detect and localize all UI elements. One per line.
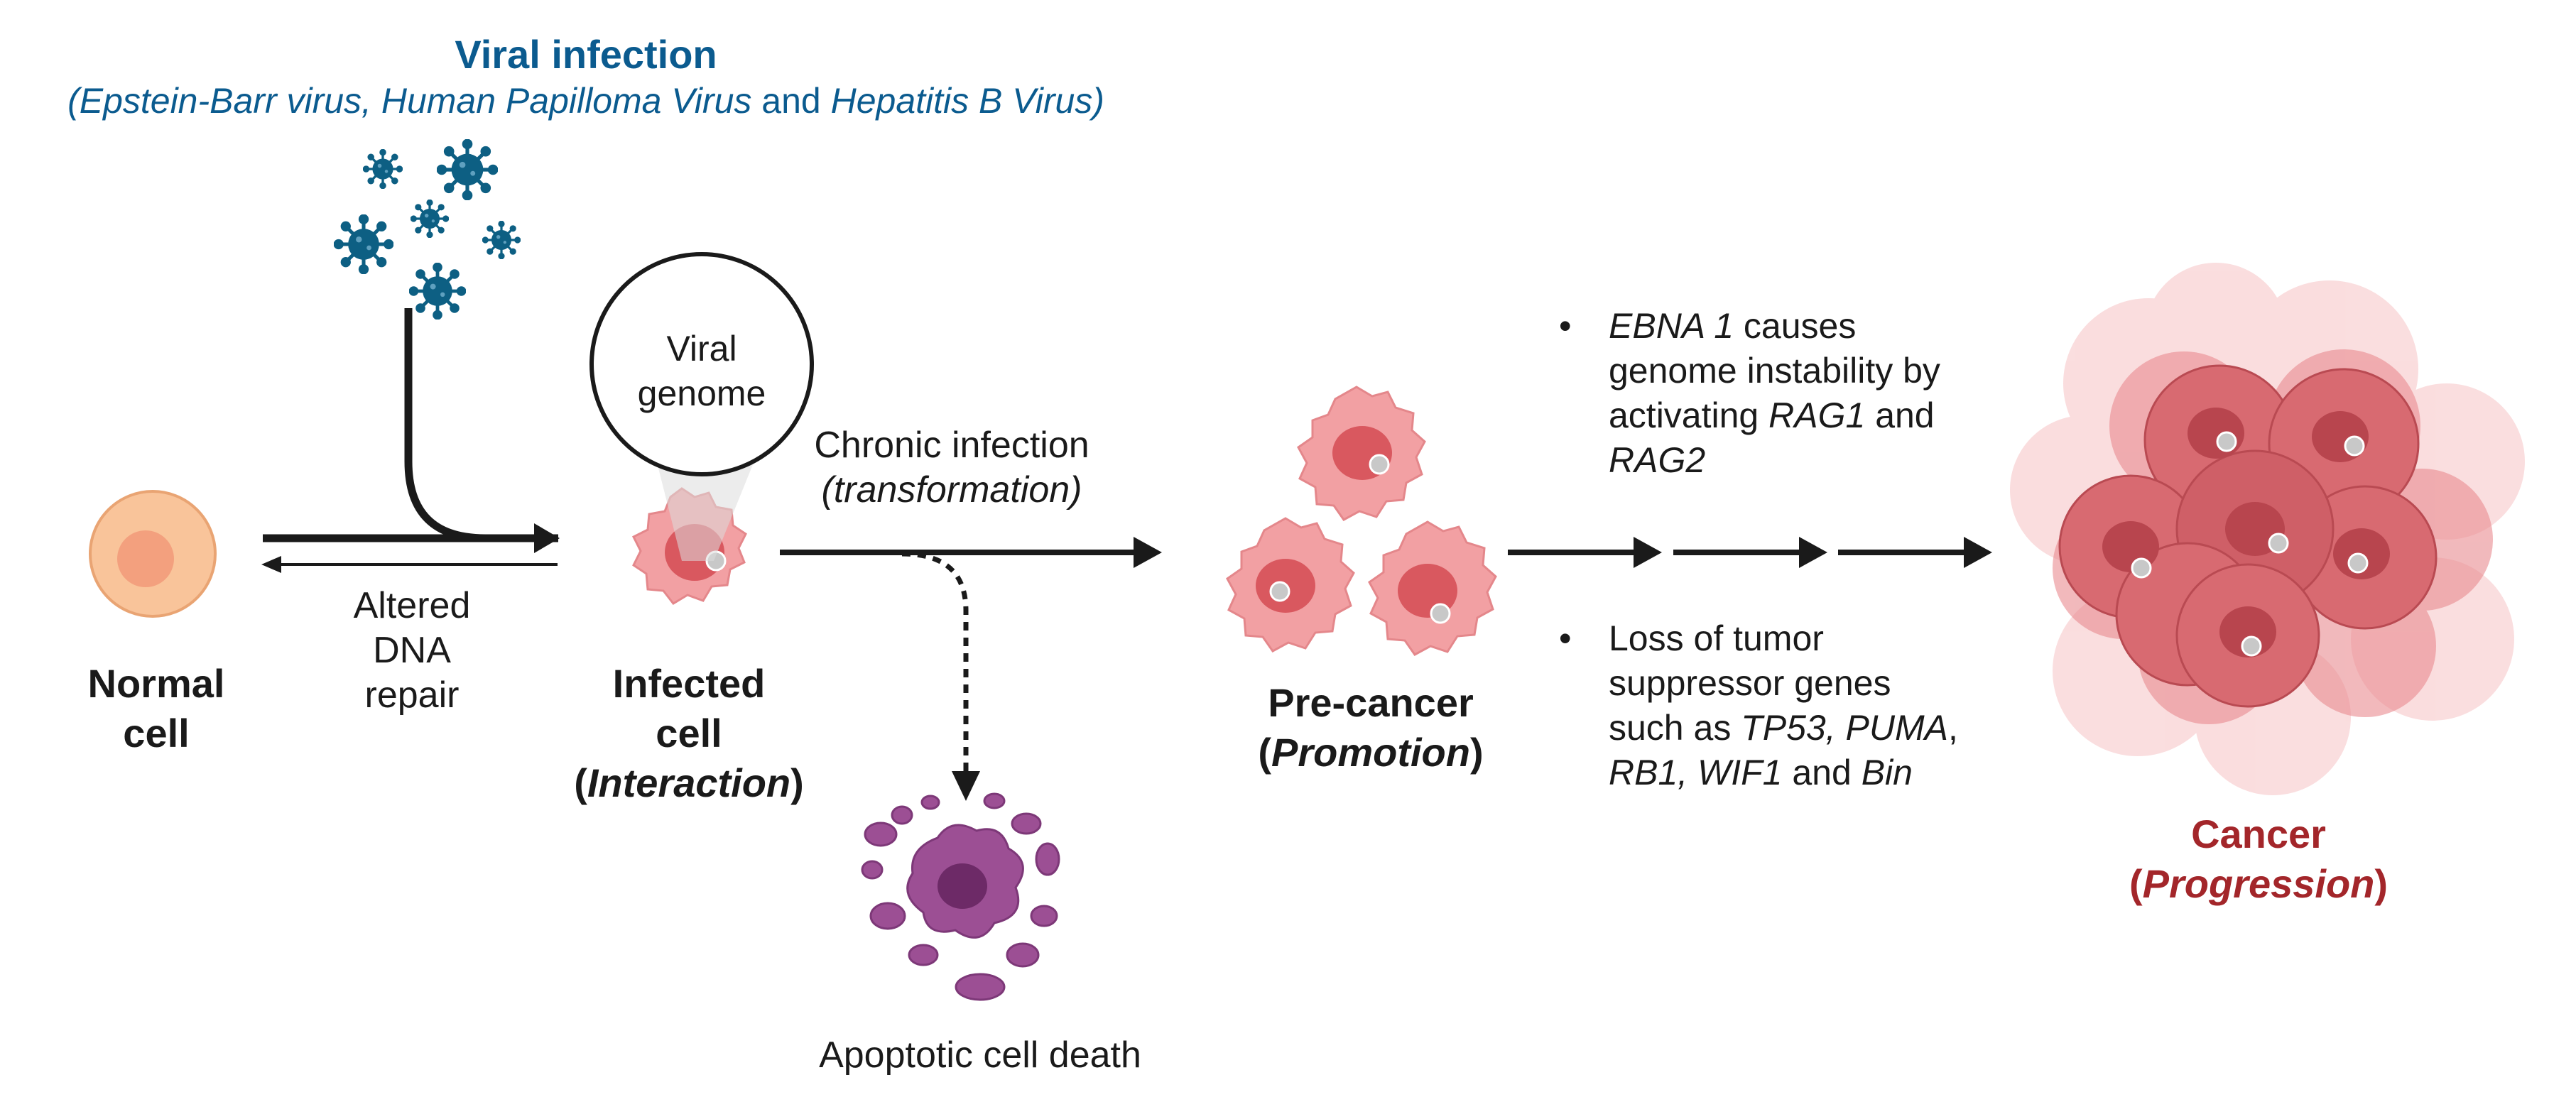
chronic-line1: Chronic infection (814, 425, 1089, 466)
cancer-cell-cluster (2010, 263, 2525, 795)
bullet2-line4: RB1, WIF1 and Bin (1609, 751, 1958, 795)
cancer-open: ( (2129, 861, 2143, 906)
bullet2-line2: suppressor genes (1609, 663, 1891, 703)
tp53-puma-text: TP53, PUMA (1741, 708, 1948, 748)
bullet-item: • Loss of tumor suppressor genes such as… (1559, 616, 1958, 795)
bullet-item: • EBNA 1 causes genome instability by ac… (1559, 304, 1940, 483)
rb1-wif1-text: RB1, WIF1 (1609, 753, 1783, 792)
pre-cancer-label: Pre-cancer (Promotion) (1222, 678, 1520, 777)
infection-route-arrow (404, 308, 558, 542)
altered-line1: Altered (353, 585, 471, 626)
chronic-infection-label: Chronic infection (transformation) (788, 423, 1115, 513)
virus-icon (334, 214, 393, 274)
causes-text: causes (1734, 306, 1857, 346)
apoptosis-dotted-arrow (901, 551, 969, 774)
viral-genome-line2: genome (637, 373, 766, 413)
normal-line1: Normal (87, 661, 225, 706)
apoptotic-cell (861, 792, 1060, 1001)
diagram-subtitle: (Epstein-Barr virus, Human Papilloma Vir… (0, 80, 1172, 121)
precancer-close: ) (1469, 730, 1484, 775)
infected-line3: (Interaction) (554, 758, 824, 808)
cancer-stage: Progression (2142, 861, 2375, 906)
virus-icon (409, 263, 466, 320)
viral-genome-bubble (589, 252, 814, 476)
bullet2-line3: such as TP53, PUMA, (1609, 706, 1958, 751)
progression-arrows (1508, 537, 1992, 568)
viral-genome-label: Viral genome (631, 327, 773, 416)
normal-cell-label: Normal cell (43, 659, 270, 758)
such-as-text: such as (1609, 708, 1741, 748)
infected-cell-label: Infected cell (Interaction) (554, 659, 824, 808)
chronic-line2: (transformation) (821, 469, 1082, 511)
forward-arrow-head (534, 523, 560, 553)
bullet-tumor-suppressors: • Loss of tumor suppressor genes such as… (1559, 616, 1958, 795)
normal-cell (89, 490, 217, 618)
cancer-label: Cancer (Progression) (2109, 809, 2408, 909)
infected-stage: Interaction (587, 760, 791, 805)
bullet-marker: • (1559, 306, 1572, 346)
viral-genome-line1: Viral (666, 329, 737, 369)
bullet-ebna1: • EBNA 1 causes genome instability by ac… (1559, 304, 1940, 483)
cancer-line1: Cancer (2191, 812, 2326, 856)
altered-dna-repair-label: Altered DNA repair (313, 584, 511, 718)
virus-icon (437, 139, 498, 200)
rag1-text: RAG1 (1768, 395, 1866, 435)
precancer-line1: Pre-cancer (1268, 680, 1474, 725)
altered-line3: repair (364, 675, 460, 716)
virus-icon (482, 221, 521, 259)
apoptotic-cell-death-label: Apoptotic cell death (819, 1035, 1141, 1076)
comma-text: , (1947, 708, 1958, 748)
precancer-stage: Promotion (1271, 730, 1470, 775)
apoptosis-arrow-head (952, 771, 980, 801)
subtitle-and: and (751, 81, 831, 121)
subtitle-close: ) (1092, 81, 1104, 121)
subtitle-virus-hbv: Hepatitis B Virus (830, 81, 1093, 121)
bullet1-line2: genome instability by (1609, 351, 1940, 391)
infected-close: ) (790, 760, 804, 805)
rag2-text: RAG2 (1609, 440, 1706, 480)
subtitle-open: ( (67, 81, 80, 121)
activating-text: activating (1609, 395, 1769, 435)
infected-line1: Infected (612, 661, 766, 706)
bullet-marker: • (1559, 618, 1572, 658)
altered-line2: DNA (373, 630, 451, 671)
virus-icon (363, 149, 403, 189)
ebna1-text: EBNA 1 (1609, 306, 1734, 346)
cancer-close: ) (2374, 861, 2388, 906)
bullet1-line1: EBNA 1 causes (1609, 304, 1940, 349)
bullet1-line3: activating RAG1 and (1609, 393, 1940, 438)
reverse-arrow-head (261, 556, 281, 573)
pre-cancer-cells (1226, 386, 1497, 656)
infected-open: ( (574, 760, 587, 805)
infected-line2: cell (656, 711, 722, 755)
precancer-open: ( (1258, 730, 1271, 775)
and-text-2: and (1782, 753, 1862, 792)
bin-text: Bin (1861, 753, 1913, 792)
cancer-line2: (Progression) (2109, 859, 2408, 909)
diagram-title: Viral infection (455, 32, 717, 77)
precancer-line2: (Promotion) (1222, 728, 1520, 777)
bullet2-line1: Loss of tumor (1609, 618, 1824, 658)
chronic-infection-arrow-head (1134, 537, 1162, 568)
virus-icon (411, 200, 449, 238)
subtitle-virus-list: Epstein-Barr virus, Human Papilloma Viru… (79, 81, 752, 121)
normal-line2: cell (123, 711, 190, 755)
and-text: and (1865, 395, 1935, 435)
